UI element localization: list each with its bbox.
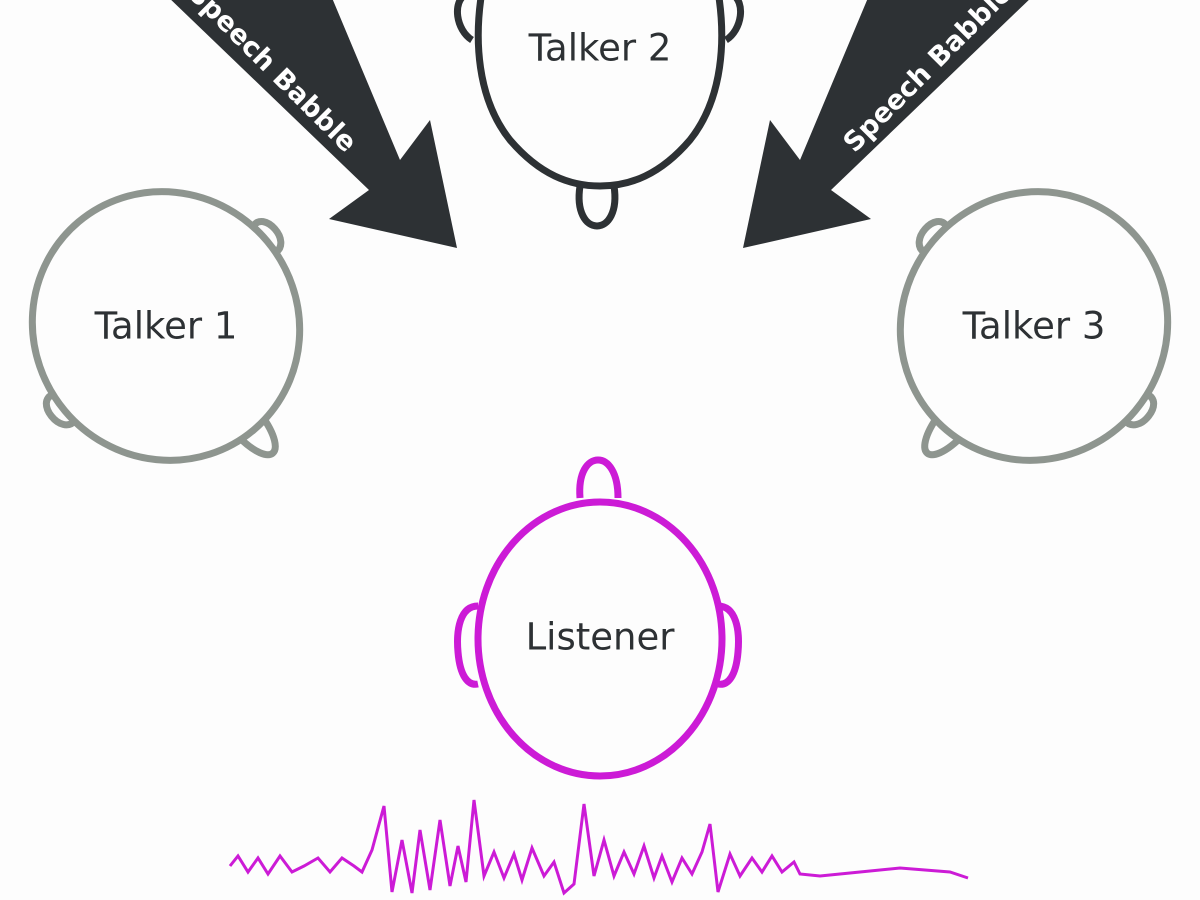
talker-2-label: Talker 2 — [528, 27, 672, 70]
talker-1-label: Talker 1 — [94, 305, 238, 348]
listener-waveform — [228, 799, 969, 896]
talker-1-ear-left — [43, 390, 79, 429]
listener-head: Listener — [454, 456, 742, 780]
talker-3-ear-right — [1121, 390, 1157, 429]
talker-3-label: Talker 3 — [962, 305, 1106, 348]
talker-2-ear-left — [454, 0, 488, 43]
talker-1-head — [28, 188, 304, 464]
listener-label: Listener — [526, 616, 676, 659]
listener-nose — [576, 456, 622, 499]
talker-1-head-outline — [28, 188, 304, 464]
talker-1-nose — [233, 411, 279, 459]
talker-3-head — [896, 188, 1172, 464]
talker-2-ear-right — [710, 0, 744, 43]
arrow-right-shape — [743, 0, 1029, 248]
arrow-left-shape — [171, 0, 457, 248]
listener-ear-left — [454, 602, 479, 688]
talker-3-head-outline — [896, 188, 1172, 464]
listener-head-outline — [474, 498, 726, 780]
listener-ear-right — [717, 602, 742, 688]
talker-3-nose — [921, 411, 967, 459]
talker-2-head: Talker 2 — [454, 0, 744, 230]
talker-1-ear-right — [249, 218, 285, 257]
talker-2-nose — [575, 185, 619, 230]
talker-2-head-outline — [474, 0, 726, 190]
talker-3-ear-left — [915, 218, 951, 257]
